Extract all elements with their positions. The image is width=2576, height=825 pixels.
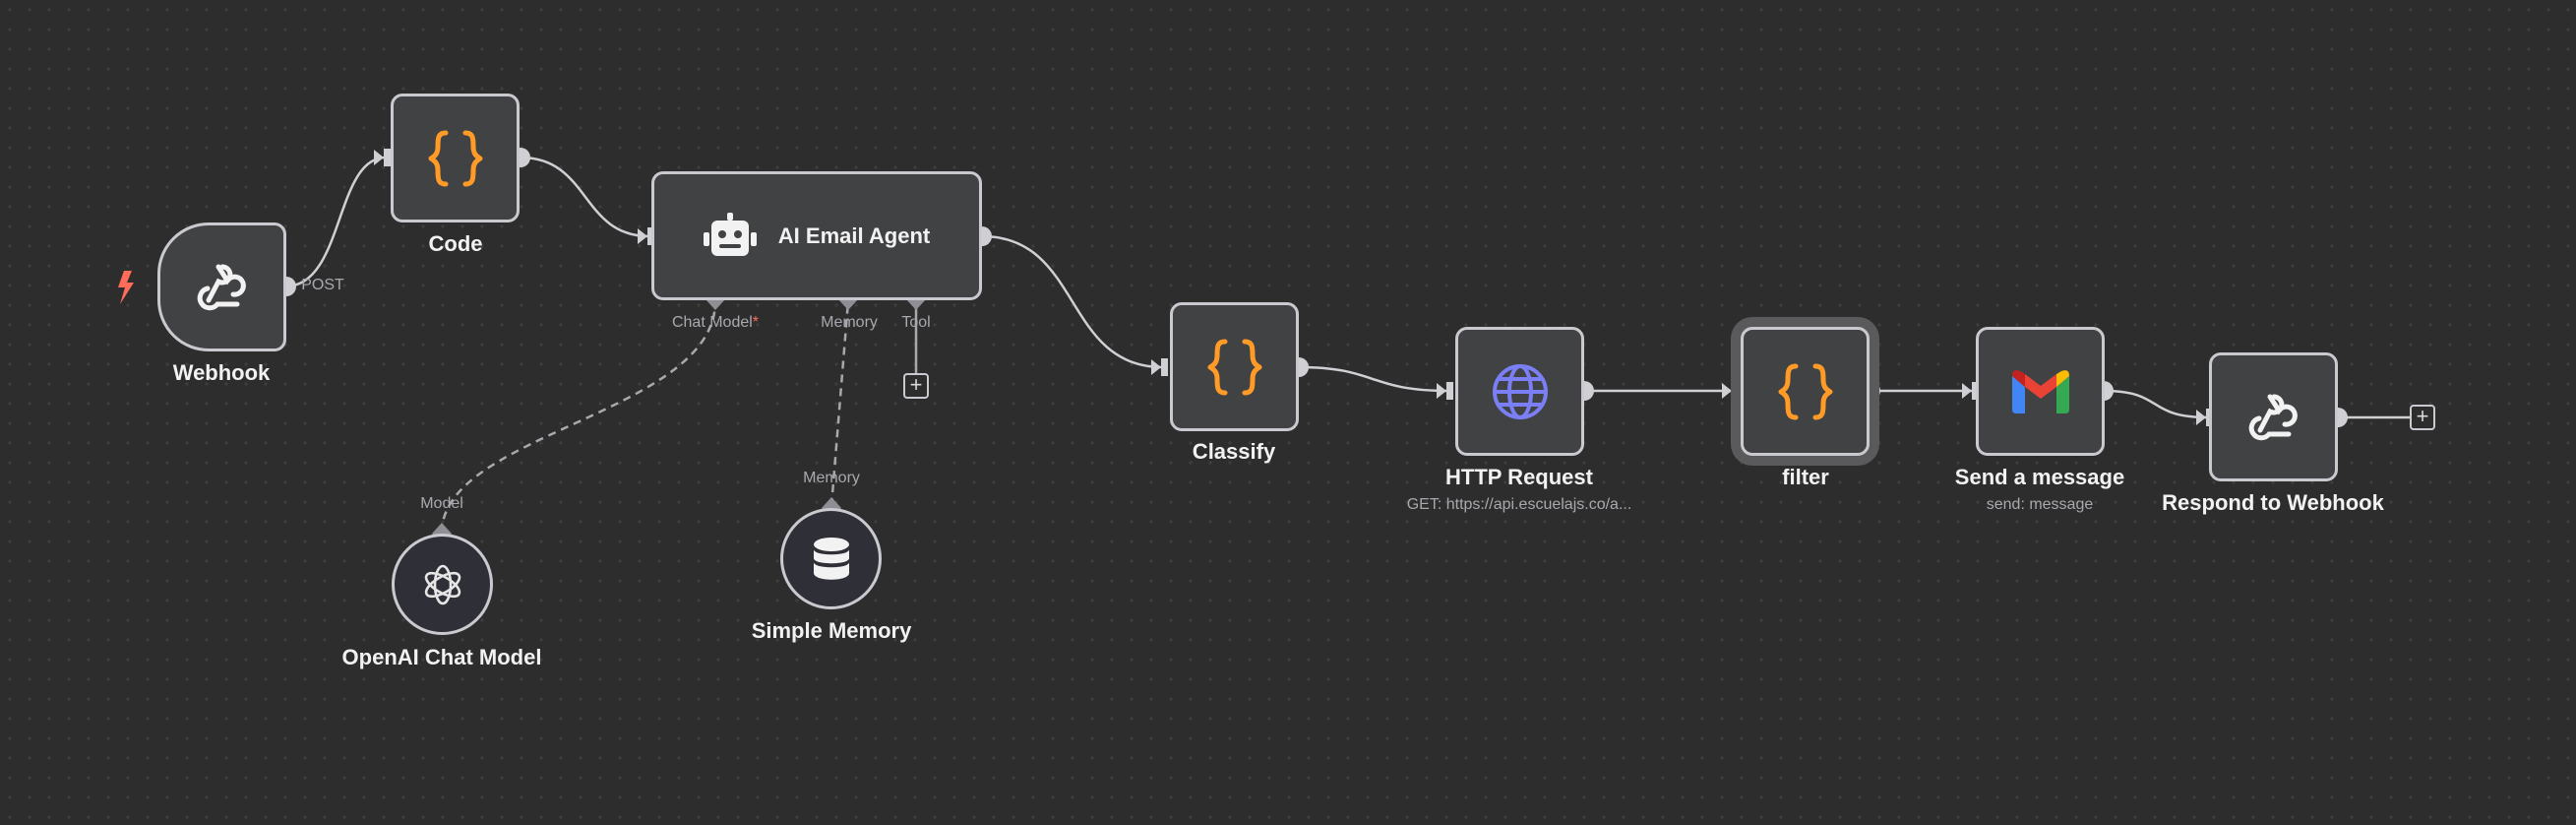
- respond-to-webhook-node[interactable]: [2209, 352, 2338, 481]
- code-braces-icon: [1207, 339, 1261, 395]
- input-handle-classify: [1161, 358, 1168, 376]
- trigger-bolt-icon: [118, 271, 134, 304]
- add-tool-button[interactable]: +: [903, 373, 929, 399]
- filter-node[interactable]: [1741, 327, 1870, 456]
- gmail-icon: [2011, 369, 2069, 413]
- robot-icon: [703, 212, 757, 256]
- http-request-label: HTTP Request: [1445, 465, 1593, 489]
- agent-port-label-memory: Memory: [821, 314, 878, 331]
- webhook-icon: [2248, 394, 2298, 440]
- ai-email-agent-node[interactable]: AI Email Agent: [651, 171, 982, 300]
- http-request-sublabel: GET: https://api.escuelajs.co/a...: [1406, 496, 1632, 513]
- classify-node[interactable]: [1170, 302, 1299, 431]
- add-node-button[interactable]: +: [2410, 405, 2435, 430]
- webhook-icon: [197, 264, 246, 310]
- openai-chat-model-label: OpenAI Chat Model: [341, 645, 542, 669]
- filter-label: filter: [1782, 465, 1829, 489]
- code-label: Code: [428, 231, 483, 256]
- connection-webhook-code: [284, 156, 387, 288]
- memory-port-label: Memory: [803, 470, 860, 486]
- globe-icon: [1492, 363, 1548, 419]
- simple-memory-node[interactable]: [780, 508, 882, 609]
- agent-port-label-chat-model: Chat Model*: [671, 314, 760, 331]
- connection-openai-agent: [440, 300, 717, 534]
- respond-to-webhook-label: Respond to Webhook: [2162, 490, 2384, 515]
- openai-chat-model-node[interactable]: [392, 534, 493, 635]
- connection-gmail-respond: [2103, 389, 2209, 419]
- input-handle-http: [1446, 382, 1453, 400]
- openai-model-port-label: Model: [420, 495, 463, 512]
- code-braces-icon: [428, 130, 482, 186]
- webhook-node[interactable]: [157, 222, 286, 351]
- webhook-post-label: POST: [301, 277, 344, 293]
- send-message-node[interactable]: [1976, 327, 2105, 456]
- agent-port-label-tool: Tool: [901, 314, 931, 331]
- openai-icon: [424, 564, 460, 604]
- send-message-label: Send a message: [1954, 465, 2125, 489]
- code-node[interactable]: [391, 94, 520, 222]
- database-icon: [813, 537, 849, 580]
- send-message-sublabel: send: message: [1986, 496, 2094, 513]
- input-handle-code: [384, 149, 391, 166]
- webhook-label: Webhook: [172, 360, 271, 385]
- http-request-node[interactable]: [1455, 327, 1584, 456]
- input-handle-filter: [1732, 382, 1739, 400]
- simple-memory-label: Simple Memory: [751, 618, 912, 643]
- connection-code-agent: [520, 156, 650, 238]
- agent-title: AI Email Agent: [777, 222, 931, 248]
- classify-label: Classify: [1192, 439, 1276, 464]
- connection-agent-classify: [981, 234, 1164, 369]
- connection-classify-http: [1298, 365, 1449, 393]
- code-braces-icon: [1778, 363, 1832, 419]
